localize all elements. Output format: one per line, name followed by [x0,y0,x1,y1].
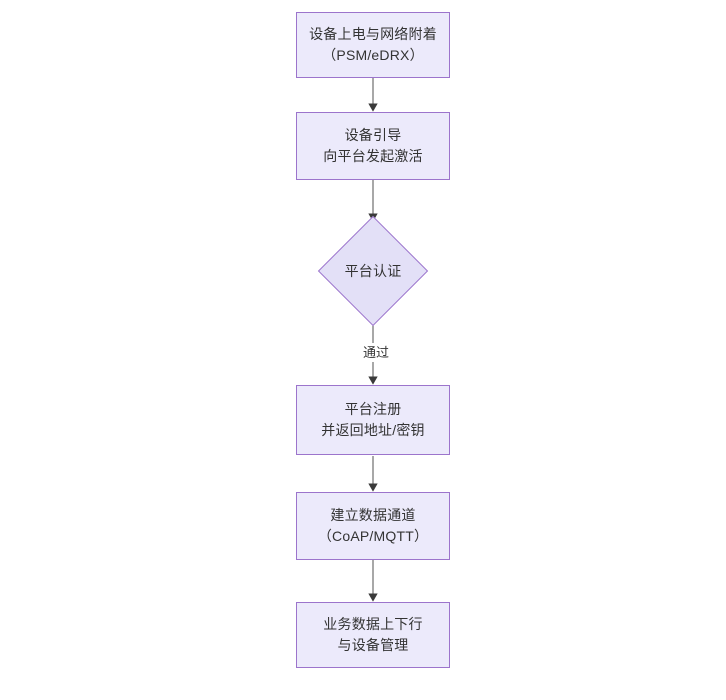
node-line-1: 平台注册 [344,401,402,417]
node-platform-auth[interactable]: 平台认证 [317,215,429,327]
node-device-bootstrap[interactable]: 设备引导 向平台发起激活 [296,112,450,180]
node-line-2: （CoAP/MQTT） [317,528,429,544]
node-line-1: 业务数据上下行 [323,616,423,632]
node-device-power-on[interactable]: 设备上电与网络附着 （PSM/eDRX） [296,12,450,78]
node-line-2: （PSM/eDRX） [322,47,424,63]
node-line-1: 平台认证 [344,262,402,279]
node-line-1: 设备引导 [344,127,402,143]
node-line-2: 并返回地址/密钥 [321,422,425,438]
node-line-2: 向平台发起激活 [323,148,423,164]
node-line-1: 建立数据通道 [330,507,416,523]
node-line-1: 设备上电与网络附着 [309,26,437,42]
edge-label-pass: 通过 [353,343,399,362]
node-platform-register[interactable]: 平台注册 并返回地址/密钥 [296,385,450,455]
node-data-channel[interactable]: 建立数据通道 （CoAP/MQTT） [296,492,450,560]
node-business-data[interactable]: 业务数据上下行 与设备管理 [296,602,450,668]
node-line-2: 与设备管理 [337,637,409,653]
